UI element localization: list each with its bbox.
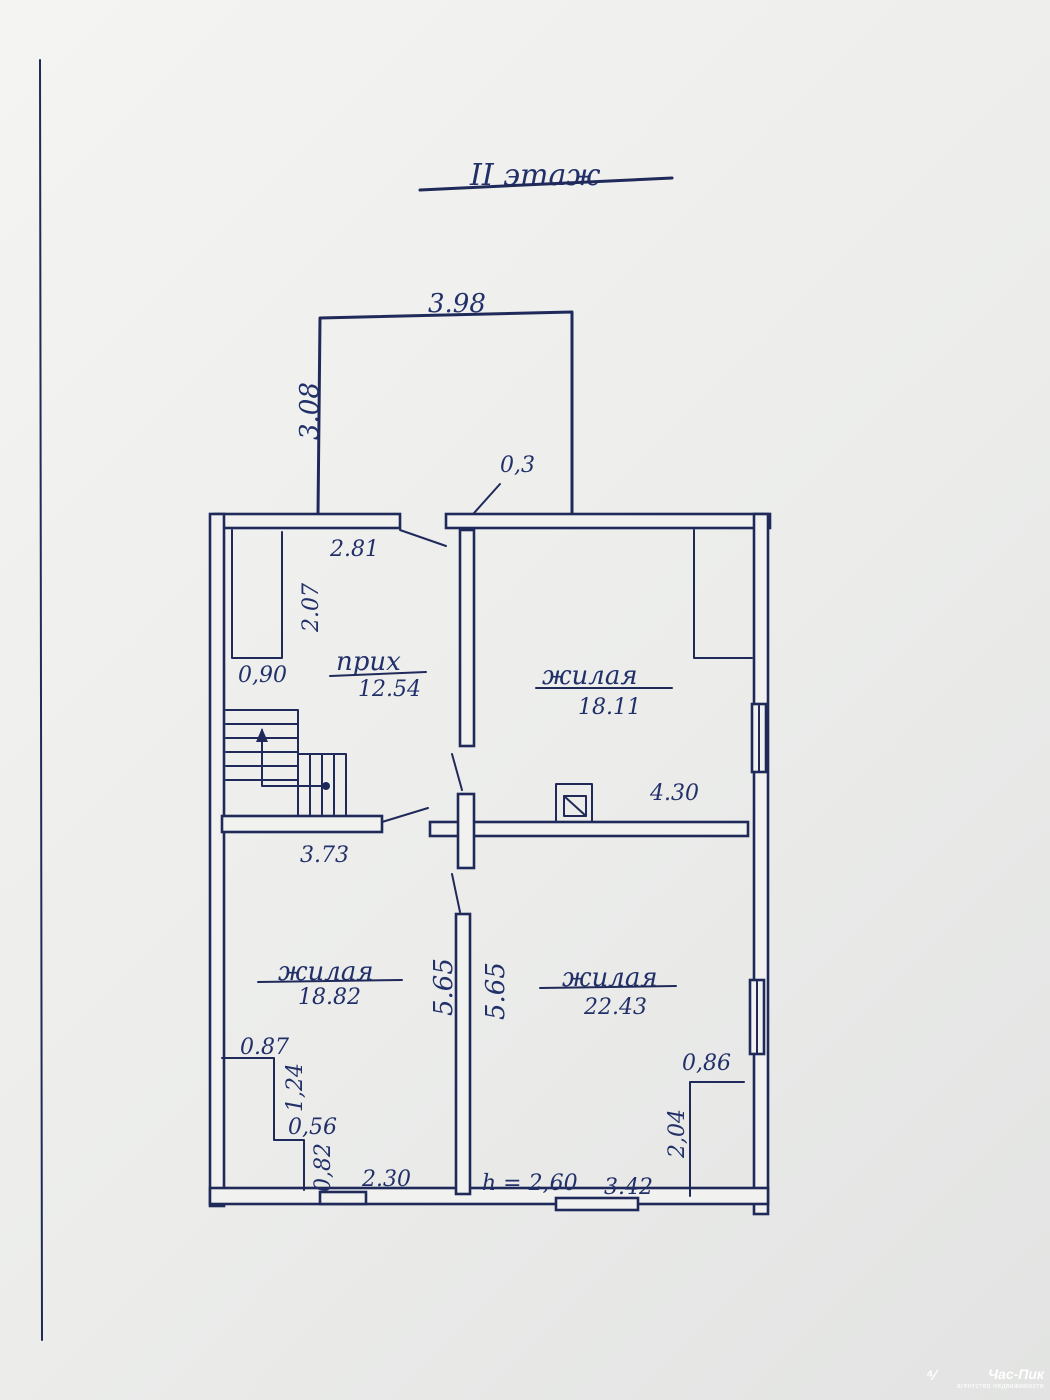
room-right-width-label: 4.30: [649, 781, 699, 806]
wall-top-right: [444, 512, 772, 530]
room-hall-name: прих: [336, 647, 401, 677]
niche-top-label: 0.87: [240, 1035, 289, 1060]
stair-arrow-icon: [256, 728, 268, 742]
closet-height-label: 2.07: [299, 583, 324, 633]
agency-logo-icon: ⁴⁄: [926, 1367, 936, 1384]
partition-right-label: 5.65: [481, 962, 511, 1020]
balcony-outline: [316, 310, 574, 517]
wall-right: [752, 512, 770, 1216]
hall-width-label: 3.73: [300, 843, 349, 868]
room-living1-name: жилая: [542, 661, 638, 691]
closet-left: [231, 529, 283, 659]
balcony-width-label: 3.98: [428, 289, 486, 319]
closet-right-height-label: 2,04: [665, 1109, 690, 1159]
room-hall-area: 12.54: [358, 677, 421, 702]
staircase: [225, 709, 347, 817]
room-bl-width-label: 2.30: [361, 1167, 411, 1192]
hall-top-label: 2.81: [329, 537, 379, 562]
wall-top-left: [212, 512, 402, 530]
niche-lower-left: [221, 1057, 305, 1191]
title-underline: [418, 176, 674, 192]
wall-left: [208, 512, 226, 1208]
room-br-width-label: 3.42: [604, 1175, 653, 1200]
window-bottom-left: [318, 1190, 368, 1206]
niche-height-label: 1,24: [283, 1063, 308, 1112]
partition-column: [456, 792, 476, 870]
door-entry-swing: [399, 529, 447, 547]
window-bottom-right: [554, 1196, 640, 1212]
niche-bottom-label: 0,82: [311, 1143, 336, 1192]
door-room3-swing: [451, 873, 461, 913]
agency-brand: Час-Пик: [988, 1366, 1044, 1382]
closet-right-lower: [689, 1081, 745, 1197]
partition-upper-vertical: [458, 528, 476, 748]
closet-right-upper: [693, 529, 753, 659]
door-hall-swing: [381, 807, 429, 823]
partition-left-label: 5.65: [429, 958, 459, 1016]
closet-width-label: 0,90: [238, 663, 287, 688]
door-room1-swing: [451, 753, 463, 791]
balcony-depth-label: 3.08: [295, 382, 325, 440]
wall-thickness-label: 0,3: [500, 453, 535, 478]
agency-watermark: ⁴⁄ Час-Пик агентство недвижимости: [924, 1366, 1044, 1396]
partition-middle: [428, 820, 750, 838]
stove-icon: [555, 783, 593, 823]
closet-right-width-label: 0,86: [682, 1051, 731, 1076]
page-margin-line: [39, 59, 43, 1341]
room-living1-area: 18.11: [578, 695, 641, 720]
niche-step-label: 0,56: [288, 1115, 337, 1140]
ceiling-height-label: h = 2,60: [482, 1171, 578, 1196]
room-living2-area: 18.82: [298, 985, 361, 1010]
partition-lower-vertical: [454, 912, 472, 1196]
room-living3-area: 22.43: [583, 995, 647, 1020]
partition-hall-left: [220, 814, 384, 834]
room-living3-name: жилая: [562, 963, 658, 993]
agency-tagline: агентство недвижимости: [956, 1383, 1044, 1390]
